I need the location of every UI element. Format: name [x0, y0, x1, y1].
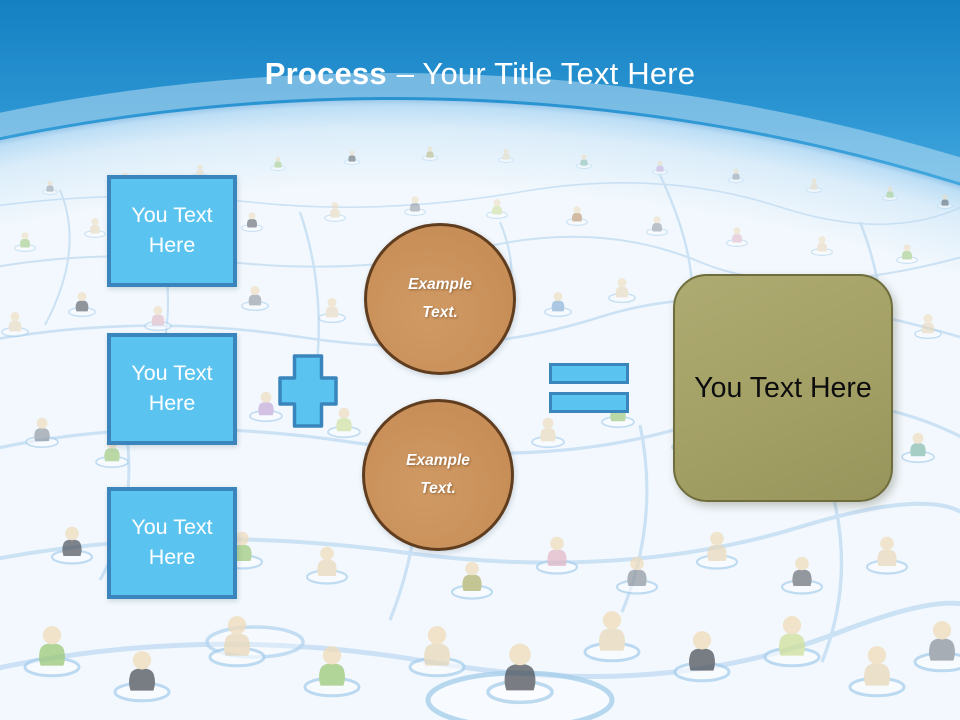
input-box-2[interactable]: You Text Here [107, 333, 237, 445]
equals-top-bar [549, 363, 629, 384]
input-box-1-label: You Text Here [131, 203, 213, 257]
slide-title: Process – Your Title Text Here [0, 56, 960, 92]
title-emphasis: Process [264, 56, 387, 91]
result-box[interactable]: You Text Here [673, 274, 893, 502]
input-box-1[interactable]: You Text Here [107, 175, 237, 287]
example-circle-1-label: Example Text. [408, 276, 472, 321]
result-box-label: You Text Here [694, 371, 872, 404]
title-rest: – Your Title Text Here [396, 56, 696, 91]
equals-icon [549, 363, 629, 413]
example-circle-2-label: Example Text. [406, 452, 470, 497]
example-circle-2[interactable]: Example Text. [362, 399, 514, 551]
plus-icon [278, 354, 338, 428]
input-box-3[interactable]: You Text Here [107, 487, 237, 599]
example-circle-1[interactable]: Example Text. [364, 223, 516, 375]
input-box-3-label: You Text Here [131, 515, 213, 569]
input-box-2-label: You Text Here [131, 361, 213, 415]
equals-bottom-bar [549, 392, 629, 413]
